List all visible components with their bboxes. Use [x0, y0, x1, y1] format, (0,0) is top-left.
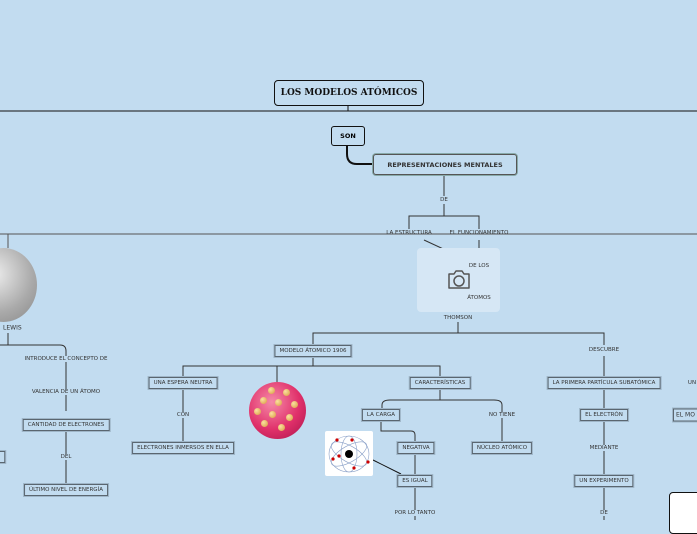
representaciones-node[interactable]: REPRESENTACIONES MENTALES	[373, 154, 517, 175]
cantidad-node[interactable]: CANTIDAD DE ELECTRONES	[22, 419, 110, 431]
son-label: SON	[340, 132, 356, 140]
del-label: DEL	[58, 454, 74, 460]
atom-image	[325, 431, 373, 476]
valencia-label: VALENCIA DE UN ÁTOMO	[29, 389, 103, 395]
el-mo-node[interactable]: EL MO	[673, 408, 697, 422]
thumbnail-image	[669, 492, 697, 534]
camera-icon	[448, 270, 470, 289]
esfera-node[interactable]: UNA ESPERA NEUTRA	[148, 377, 218, 389]
introduce-label: INTRODUCE EL CONCEPTO DE	[22, 356, 110, 362]
negativa-node[interactable]: NEGATIVA	[397, 442, 435, 454]
nucleo-node[interactable]: NÚCLEO ATÓMICO	[471, 442, 533, 454]
thomson-model-image	[249, 382, 306, 439]
de-los-label: DE LOS	[468, 263, 490, 269]
modelo-1906-node[interactable]: MODELO ÁTOMICO 1906	[274, 345, 352, 357]
electrones-node[interactable]: ELECTRONES INMERSOS EN ELLA	[132, 442, 234, 454]
connector-lines	[0, 104, 697, 520]
descubre-label: DESCUBRE	[586, 347, 622, 353]
carga-node[interactable]: LA CARGA	[361, 409, 401, 421]
por-lo-tanto-label: POR LO TANTO	[392, 510, 438, 516]
lewis-label[interactable]: LEWIS	[1, 324, 24, 332]
experimento-node[interactable]: UN EXPERIMENTO	[574, 475, 634, 487]
electron-node[interactable]: EL ELECTRÓN	[580, 409, 628, 421]
main-topic-node[interactable]: LOS MODELOS ATÓMICOS	[274, 80, 424, 106]
main-topic-label: LOS MODELOS ATÓMICOS	[280, 88, 418, 98]
particula-node[interactable]: LA PRIMERA PARTÍCULA SUBATÓMICA	[547, 377, 661, 389]
image-placeholder[interactable]	[417, 248, 500, 312]
ultimo-nivel-node[interactable]: ÚLTIMO NIVEL DE ENERGÍA	[24, 484, 108, 496]
con-label: CON	[174, 412, 192, 418]
atomos-label: ÁTOMOS	[467, 295, 491, 301]
estructura-label[interactable]: LA ESTRUCTURA	[386, 230, 432, 236]
de-label: DE	[438, 197, 450, 203]
son-node[interactable]: SON	[331, 126, 365, 146]
caracteristicas-node[interactable]: CARACTERÍSTICAS	[409, 377, 471, 389]
representaciones-label: REPRESENTACIONES MENTALES	[387, 160, 503, 169]
un-label: UN	[685, 380, 697, 386]
funcionamiento-label[interactable]: EL FUNCIONAMIENTO	[449, 230, 509, 236]
es-igual-node[interactable]: ES IGUAL	[397, 475, 433, 487]
mediante-label: MEDIANTE	[587, 445, 621, 451]
partial-left-node[interactable]: S	[0, 451, 5, 463]
de-label-2: DE	[598, 510, 610, 516]
thomson-label[interactable]: THOMSON	[443, 315, 473, 321]
no-tiene-label: NO TIENE	[486, 412, 518, 418]
